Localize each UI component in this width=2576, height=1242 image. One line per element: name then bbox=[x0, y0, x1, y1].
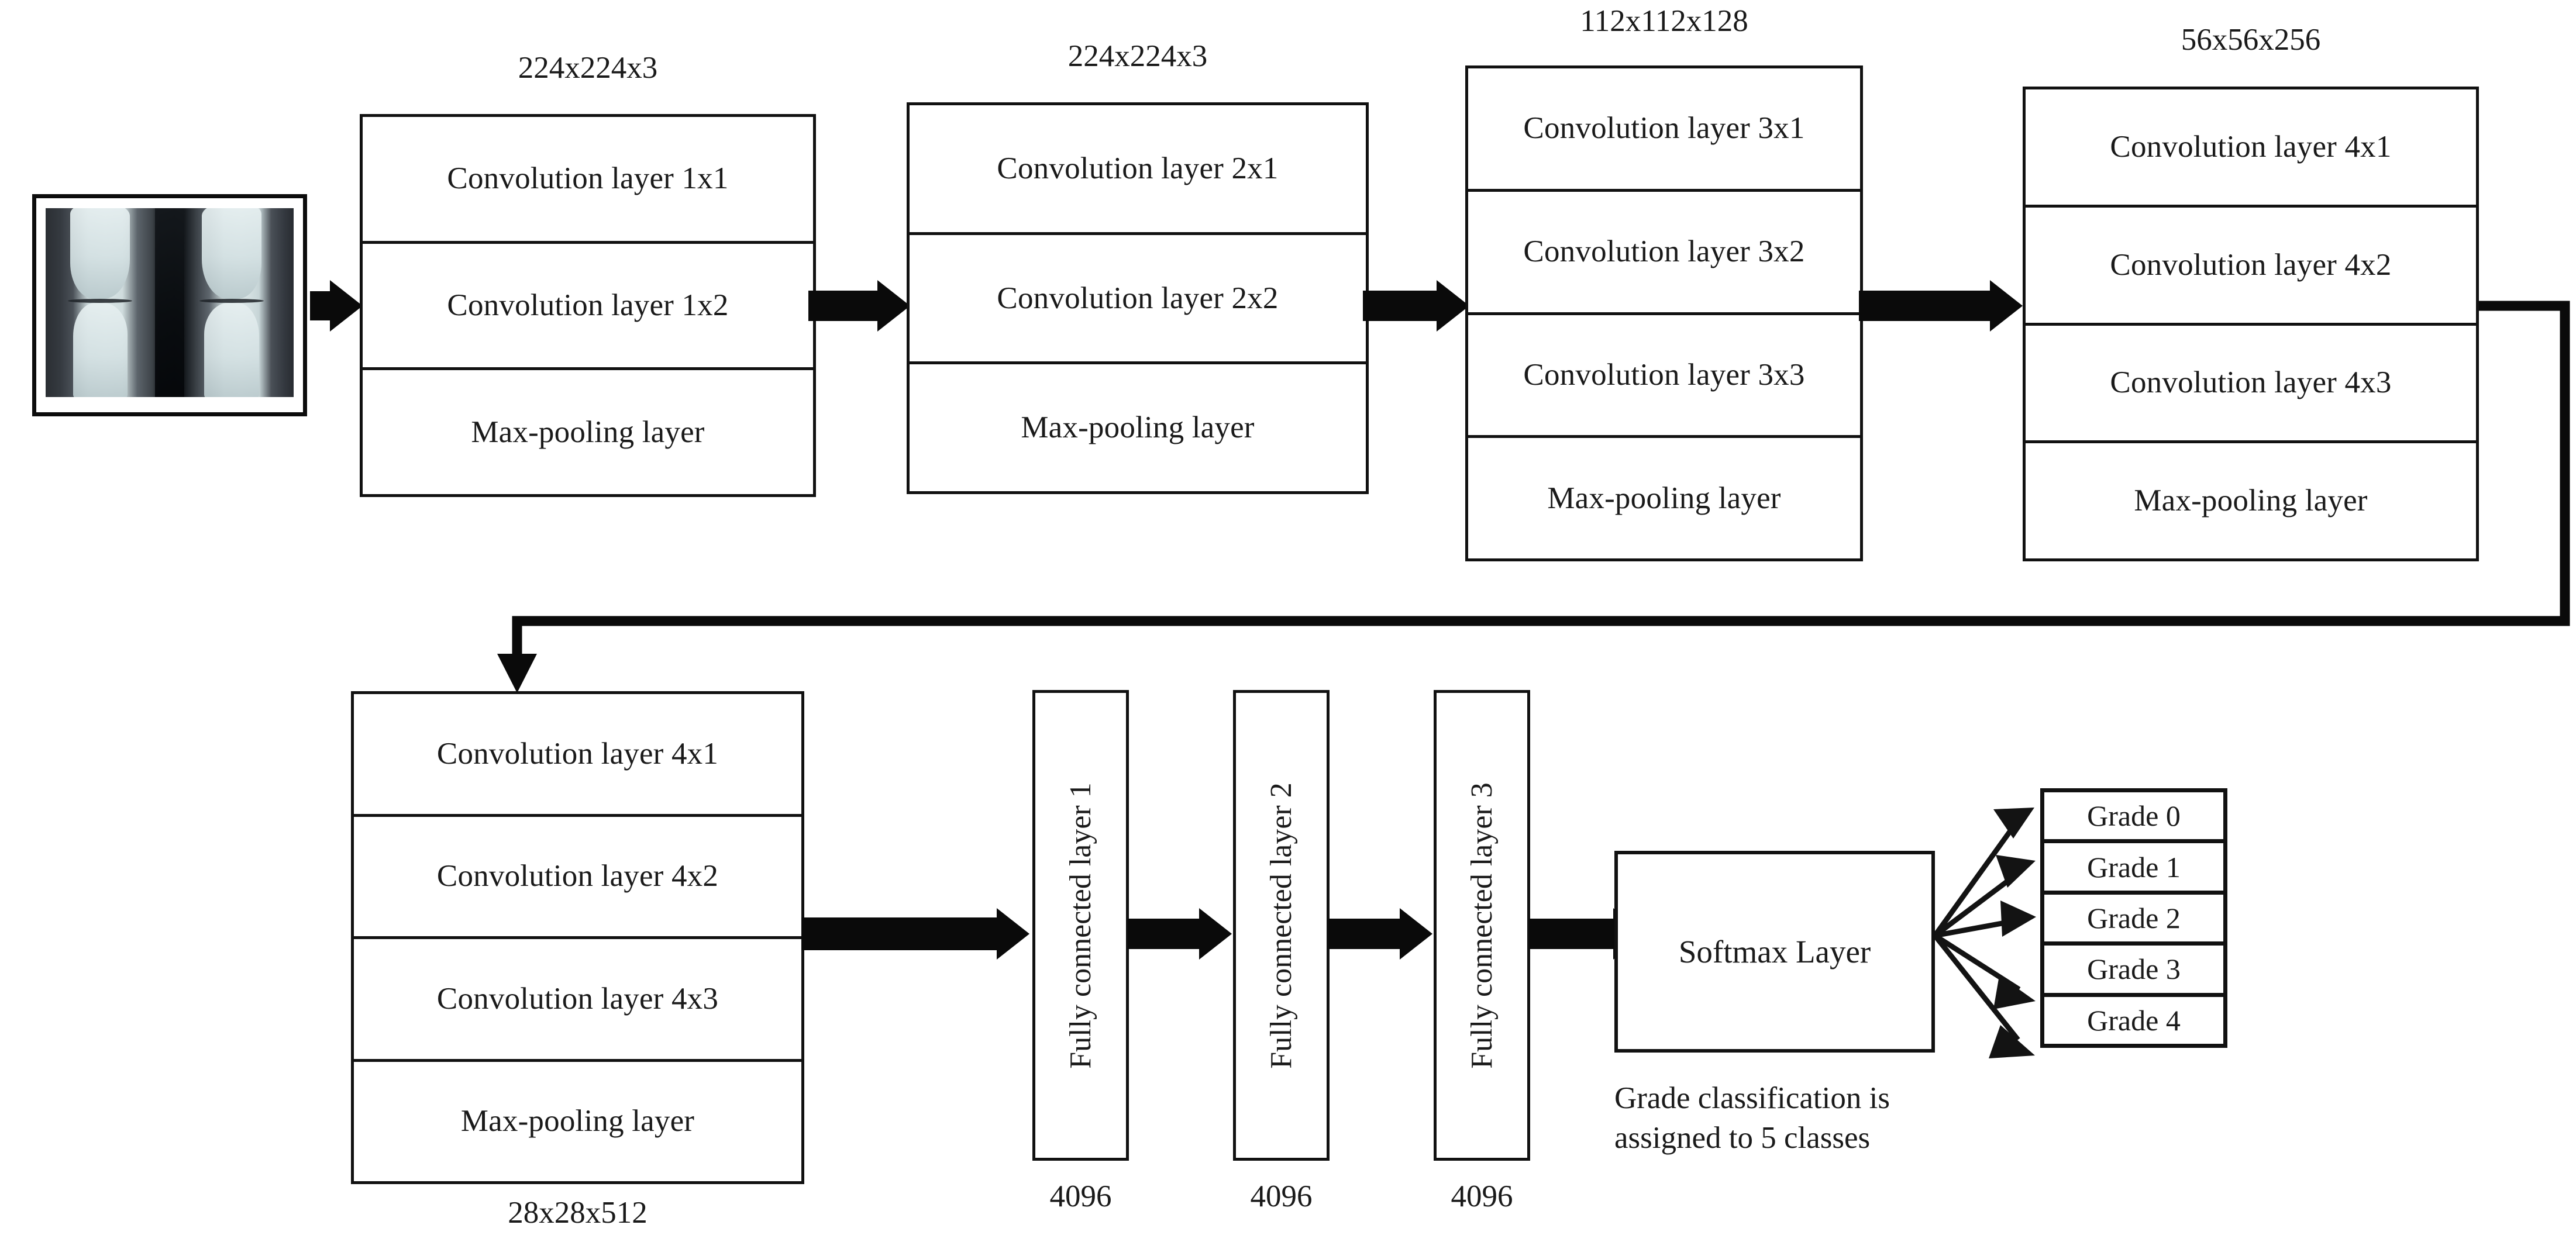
fc-2-label: Fully connected layer 2 bbox=[1264, 782, 1298, 1069]
softmax-layer-label: Softmax Layer bbox=[1678, 934, 1871, 970]
block-5-dim-label: 28x28x512 bbox=[508, 1196, 648, 1230]
fully-connected-layer-3: Fully connected layer 3 bbox=[1434, 690, 1530, 1161]
grade-row: Grade 1 bbox=[2044, 843, 2223, 895]
fc-3-units-label: 4096 bbox=[1451, 1179, 1513, 1213]
block-3-dim-label: 112x112x128 bbox=[1580, 4, 1748, 38]
layer-row: Convolution layer 3x2 bbox=[1468, 192, 1860, 315]
fc-2-units-label: 4096 bbox=[1250, 1179, 1313, 1213]
grade-row: Grade 2 bbox=[2044, 895, 2223, 946]
layer-row: Max-pooling layer bbox=[1547, 481, 1781, 515]
fc-1-label: Fully connected layer 1 bbox=[1063, 782, 1097, 1069]
grade-row: Grade 4 bbox=[2087, 1003, 2181, 1037]
layer-row: Max-pooling layer bbox=[471, 415, 705, 449]
layer-row: Convolution layer 3x3 bbox=[1468, 315, 1860, 439]
softmax-caption: Grade classification is assigned to 5 cl… bbox=[1614, 1081, 1890, 1155]
block-1-dim-label: 224x224x3 bbox=[518, 51, 658, 85]
fc-3-label: Fully connected layer 3 bbox=[1465, 782, 1499, 1069]
conv-block-2: Convolution layer 2x1 Convolution layer … bbox=[907, 102, 1369, 494]
fc-1-units-label: 4096 bbox=[1049, 1179, 1112, 1213]
softmax-layer-box: Softmax Layer bbox=[1614, 851, 1935, 1053]
grade-output-stack: Grade 0 Grade 1 Grade 2 Grade 3 Grade 4 bbox=[2040, 788, 2227, 1048]
block-2-dim-label: 224x224x3 bbox=[1067, 39, 1208, 73]
layer-row: Convolution layer 3x1 bbox=[1468, 68, 1860, 192]
knee-xray-image bbox=[46, 208, 294, 397]
layer-row: Convolution layer 2x2 bbox=[910, 235, 1366, 365]
xray-tibia-left bbox=[73, 302, 128, 397]
xray-joint-space-right bbox=[199, 299, 264, 303]
layer-row: Convolution layer 2x1 bbox=[910, 105, 1366, 235]
layer-row: Convolution layer 4x1 bbox=[354, 694, 801, 817]
conv-block-3: Convolution layer 3x1 Convolution layer … bbox=[1465, 65, 1863, 561]
xray-joint-space-left bbox=[68, 299, 133, 303]
conv-block-5: Convolution layer 4x1 Convolution layer … bbox=[351, 691, 804, 1184]
layer-row: Convolution layer 4x1 bbox=[2026, 89, 2476, 208]
layer-row: Convolution layer 4x3 bbox=[354, 939, 801, 1062]
grade-row: Grade 3 bbox=[2044, 946, 2223, 997]
layer-row: Convolution layer 1x1 bbox=[363, 117, 813, 244]
layer-row: Max-pooling layer bbox=[2134, 484, 2368, 518]
grade-row: Grade 0 bbox=[2044, 792, 2223, 844]
conv-block-4: Convolution layer 4x1 Convolution layer … bbox=[2023, 87, 2479, 561]
xray-femur-right bbox=[202, 208, 261, 299]
softmax-fanout bbox=[1933, 808, 2036, 1058]
fully-connected-layer-2: Fully connected layer 2 bbox=[1233, 690, 1330, 1161]
fully-connected-layer-1: Fully connected layer 1 bbox=[1032, 690, 1129, 1161]
input-xray-frame bbox=[32, 194, 307, 416]
layer-row: Convolution layer 4x3 bbox=[2026, 326, 2476, 444]
layer-row: Max-pooling layer bbox=[460, 1104, 695, 1138]
xray-femur-left bbox=[70, 208, 130, 299]
layer-row: Convolution layer 1x2 bbox=[363, 244, 813, 371]
layer-row: Convolution layer 4x2 bbox=[354, 817, 801, 939]
conv-block-1: Convolution layer 1x1 Convolution layer … bbox=[360, 114, 816, 497]
layer-row: Max-pooling layer bbox=[1021, 410, 1255, 445]
xray-tibia-right bbox=[204, 302, 259, 397]
block-4-dim-label: 56x56x256 bbox=[2181, 23, 2321, 57]
xray-midline-gap bbox=[154, 208, 185, 397]
layer-row: Convolution layer 4x2 bbox=[2026, 208, 2476, 326]
